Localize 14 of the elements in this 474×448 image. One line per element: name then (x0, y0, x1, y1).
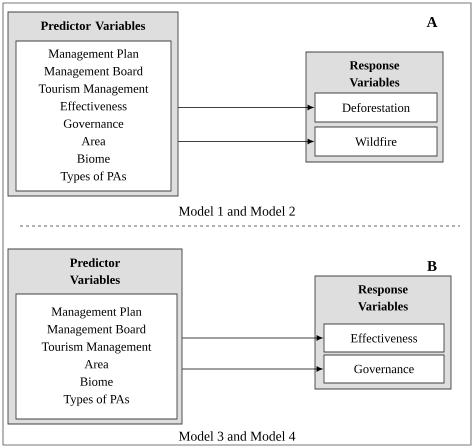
model-caption: Model 3 and Model 4 (178, 431, 296, 441)
variable-box: Wildfire (314, 126, 438, 156)
panel-letter: A (426, 17, 438, 27)
variable-list-box: Management Plan Management Board Tourism Management Area Biome Types of PAs (16, 294, 178, 420)
variable-box: Deforestation (314, 92, 438, 122)
panel-letter: B (427, 261, 437, 271)
arrow (182, 366, 322, 372)
variable-list-box: Management Plan Management Board Tourism Management Effectiveness Governance Area Biome Types of PAs (16, 40, 172, 192)
variable-box: Effectiveness (324, 324, 444, 352)
arrow (178, 138, 314, 144)
model-caption: Model 1 and Model 2 (178, 206, 295, 216)
arrow (182, 335, 322, 341)
variable-box: Governance (324, 354, 444, 384)
arrow (178, 104, 314, 110)
